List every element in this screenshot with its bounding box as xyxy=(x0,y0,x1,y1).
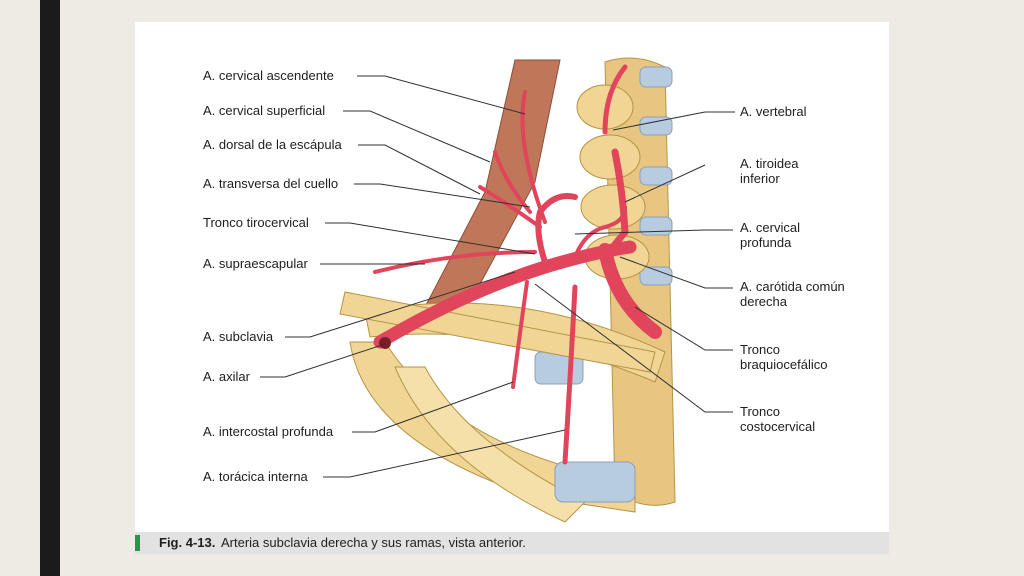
label-cervical-superficial: A. cervical superficial xyxy=(203,103,326,118)
caption-accent-mark xyxy=(135,535,140,551)
anatomy-illustration xyxy=(260,57,735,523)
figure-panel: A. cervical ascendente A. cervical super… xyxy=(135,22,889,554)
label-supraescapular: A. supraescapular xyxy=(203,256,308,271)
figure-number: Fig. 4-13. xyxy=(159,535,216,550)
label-toracica-interna: A. torácica interna xyxy=(203,469,308,484)
label-carotida-comun-derecha: A. carótida común derecha xyxy=(740,279,845,309)
label-cervical-ascendente: A. cervical ascendente xyxy=(203,68,334,83)
rib-cage xyxy=(339,291,666,523)
slide-side-bar xyxy=(40,0,60,576)
label-vertebral: A. vertebral xyxy=(740,104,807,119)
leader-lines xyxy=(260,75,735,478)
arteries xyxy=(373,64,662,465)
axillary-artery-cut xyxy=(379,337,391,349)
label-tiroidea-inferior: A. tiroidea inferior xyxy=(740,156,799,186)
label-intercostal-profunda: A. intercostal profunda xyxy=(203,424,334,439)
label-tronco-tirocervical: Tronco tirocervical xyxy=(203,215,309,230)
figure-caption: Arteria subclavia derecha y sus ramas, v… xyxy=(221,535,526,550)
label-transversa-cuello: A. transversa del cuello xyxy=(203,176,339,191)
vertebral-column xyxy=(576,57,676,506)
label-tronco-braquiocefalico: Tronco braquiocefálico xyxy=(740,342,828,372)
label-tronco-costocervical: Tronco costocervical xyxy=(740,404,816,434)
label-cervical-profunda: A. cervical profunda xyxy=(740,220,800,250)
label-subclavia: A. subclavia xyxy=(203,329,274,344)
label-dorsal-escapula: A. dorsal de la escápula xyxy=(203,137,342,152)
figure-caption-bar: Fig. 4-13. Arteria subclavia derecha y s… xyxy=(135,532,889,554)
label-axilar: A. axilar xyxy=(203,369,250,384)
